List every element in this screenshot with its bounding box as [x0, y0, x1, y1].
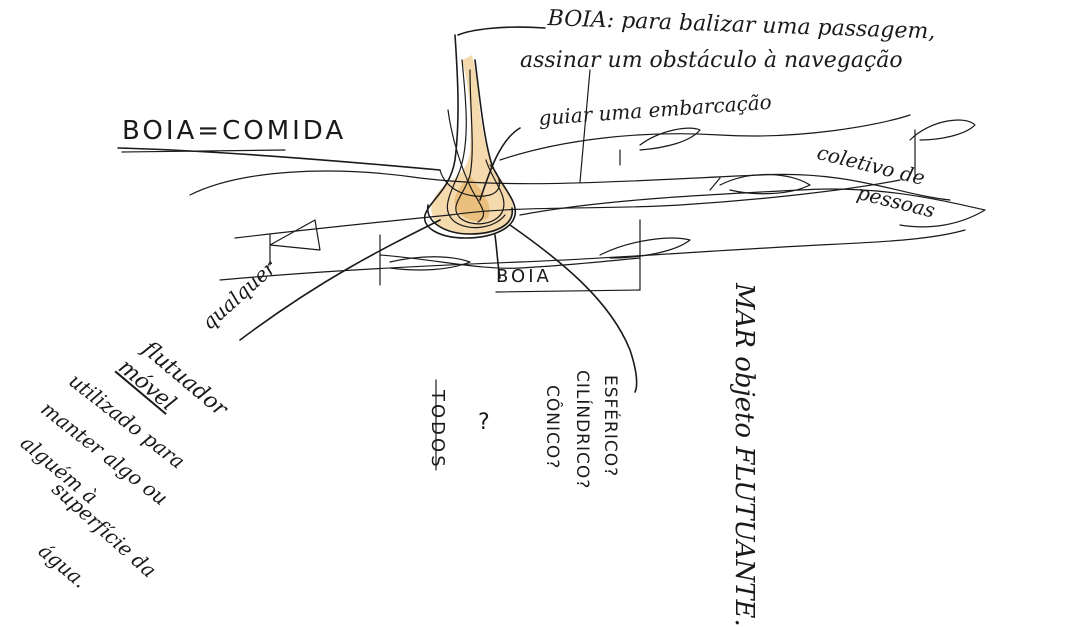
boia-definition-line2: assinar um obstáculo à navegação: [520, 50, 903, 72]
shape-esferico: ESFÉRICO?: [601, 375, 618, 477]
todos-label: TODOS: [428, 390, 446, 470]
boia-center-underline: [496, 290, 640, 292]
shape-conico: CÔNICO?: [543, 385, 560, 469]
shape-cilindrico: CILÍNDRICO?: [573, 370, 590, 489]
todos-question: ?: [478, 412, 493, 434]
mar-objeto-flutuante: MAR objeto FLUTUANTE.: [731, 283, 757, 627]
boia-center-label: BOIA: [496, 268, 552, 286]
comida-label: BOIA=COMIDA: [122, 118, 346, 144]
connector-shape: [510, 225, 637, 392]
connector-boia-definition: [458, 27, 545, 35]
connector-lines: [118, 27, 640, 392]
buoy-drawing: [425, 35, 516, 238]
